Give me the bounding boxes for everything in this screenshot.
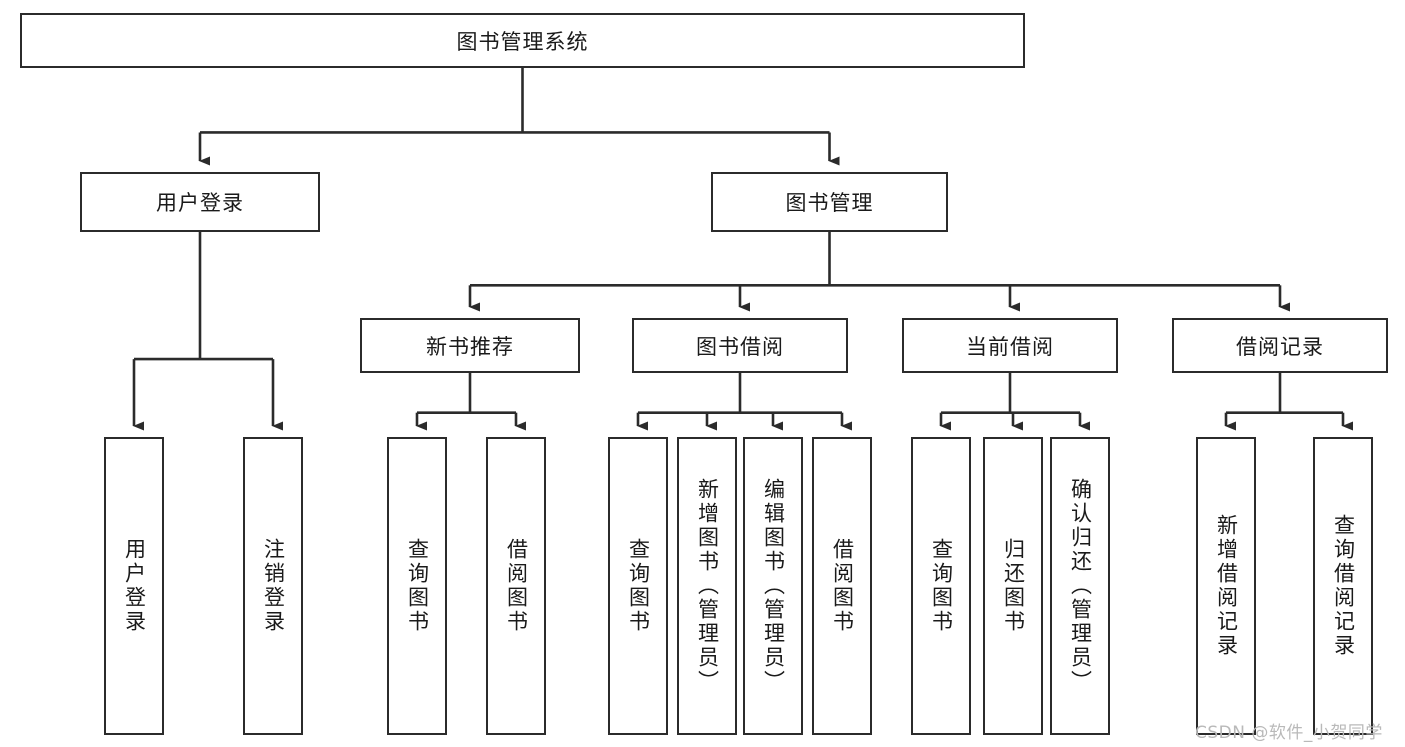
node-leaf-query-book-3[interactable]: 查询图书 (911, 437, 971, 735)
node-label: 归还图书 (1001, 538, 1026, 634)
node-book-borrow[interactable]: 图书借阅 (632, 318, 848, 373)
node-label: 查询图书 (626, 538, 651, 634)
node-label: 新增图书（管理员） (695, 478, 720, 694)
node-label: 编辑图书（管理员） (761, 478, 786, 694)
node-leaf-query-book-2[interactable]: 查询图书 (608, 437, 668, 735)
node-label: 用户登录 (156, 191, 244, 215)
node-label: 图书管理 (785, 191, 874, 215)
node-borrow-record[interactable]: 借阅记录 (1172, 318, 1388, 373)
node-label: 注销登录 (261, 538, 286, 634)
node-label: 确认归还（管理员） (1068, 478, 1093, 694)
node-label: 用户登录 (122, 538, 147, 634)
node-leaf-borrow-book-1[interactable]: 借阅图书 (486, 437, 546, 735)
node-leaf-add-book[interactable]: 新增图书（管理员） (677, 437, 737, 735)
node-leaf-borrow-book-2[interactable]: 借阅图书 (812, 437, 872, 735)
node-label: 图书借阅 (696, 334, 784, 359)
node-label: 查询借阅记录 (1331, 514, 1356, 658)
node-label: 借阅图书 (830, 538, 855, 634)
node-leaf-query-record[interactable]: 查询借阅记录 (1313, 437, 1373, 735)
node-leaf-edit-book[interactable]: 编辑图书（管理员） (743, 437, 803, 735)
node-new-book-rec[interactable]: 新书推荐 (360, 318, 580, 373)
node-label: 当前借阅 (966, 334, 1054, 359)
node-root[interactable]: 图书管理系统 (20, 13, 1025, 68)
node-label: 借阅记录 (1236, 334, 1324, 359)
node-label: 新书推荐 (426, 334, 514, 359)
node-leaf-query-book-1[interactable]: 查询图书 (387, 437, 447, 735)
node-label: 查询图书 (929, 538, 954, 634)
node-current-borrow[interactable]: 当前借阅 (902, 318, 1118, 373)
node-leaf-logout[interactable]: 注销登录 (243, 437, 303, 735)
node-label: 查询图书 (405, 538, 430, 634)
node-leaf-add-record[interactable]: 新增借阅记录 (1196, 437, 1256, 735)
node-label: 图书管理系统 (456, 29, 589, 54)
node-user-login[interactable]: 用户登录 (80, 172, 320, 232)
node-leaf-return-book[interactable]: 归还图书 (983, 437, 1043, 735)
node-leaf-user-login[interactable]: 用户登录 (104, 437, 164, 735)
node-label: 借阅图书 (504, 538, 529, 634)
node-leaf-confirm-return[interactable]: 确认归还（管理员） (1050, 437, 1110, 735)
node-book-manage[interactable]: 图书管理 (711, 172, 948, 232)
node-label: 新增借阅记录 (1214, 514, 1239, 658)
